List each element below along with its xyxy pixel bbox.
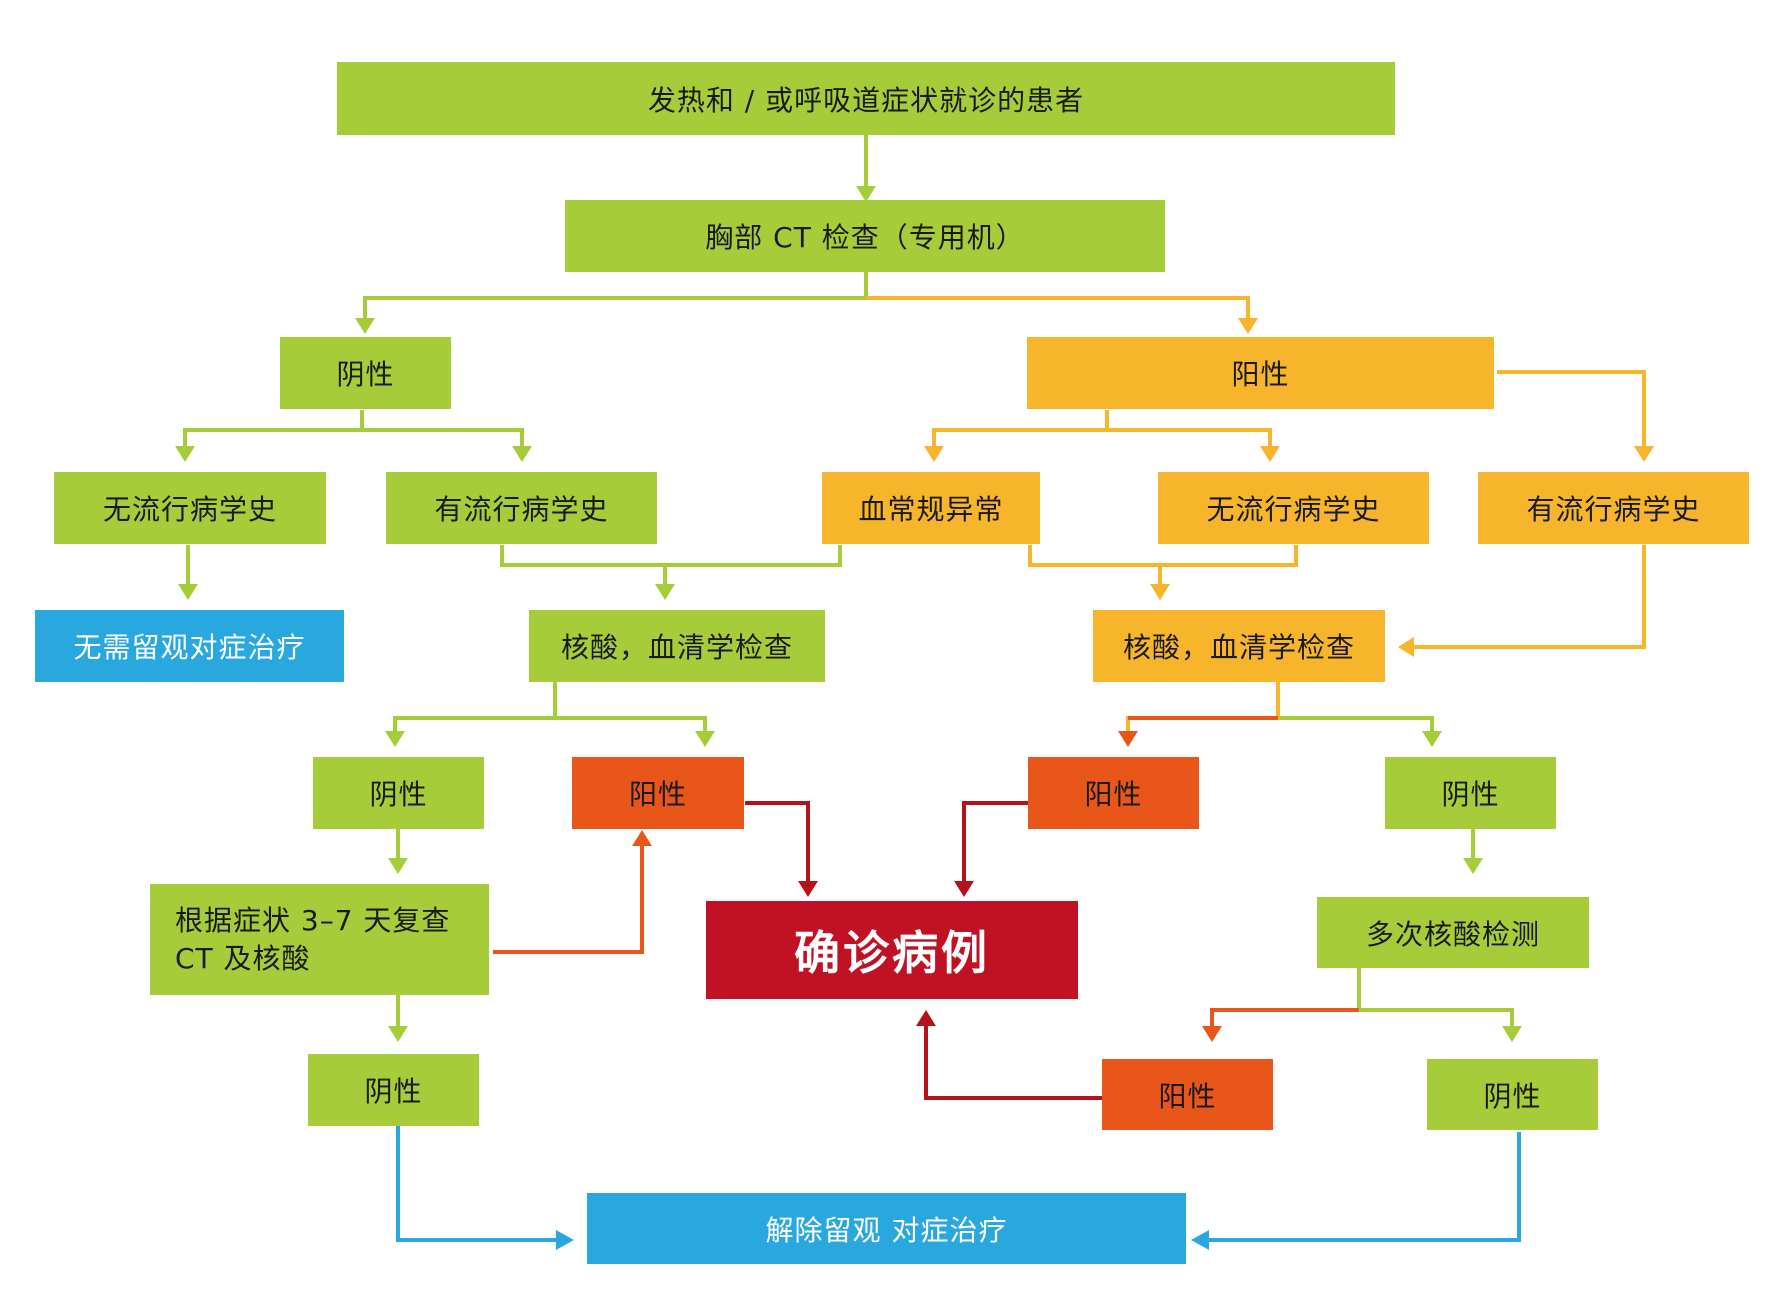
node-right-test-negative: 阴性 xyxy=(1385,757,1556,829)
recheck-line-1: 根据症状 3–7 天复查 xyxy=(175,903,451,937)
node-multi-positive: 阳性 xyxy=(1102,1059,1273,1130)
node-recheck-negative: 阴性 xyxy=(308,1054,479,1126)
node-left-test: 核酸，血清学检查 xyxy=(529,610,825,682)
node-chest-ct: 胸部 CT 检查（专用机） xyxy=(565,200,1165,272)
node-patient: 发热和 / 或呼吸道症状就诊的患者 xyxy=(337,62,1395,135)
node-multi-test: 多次核酸检测 xyxy=(1317,897,1589,968)
arrowheads xyxy=(175,186,1654,1250)
recheck-line-2: CT 及核酸 xyxy=(175,941,311,975)
blue-connectors xyxy=(396,1126,1521,1242)
node-neg-has-epi-history: 有流行病学史 xyxy=(386,472,657,544)
node-ct-positive: 阳性 xyxy=(1027,337,1494,409)
node-confirmed-case: 确诊病例 xyxy=(706,901,1078,999)
node-right-test: 核酸，血清学检查 xyxy=(1093,610,1385,682)
node-left-test-negative: 阴性 xyxy=(313,757,484,829)
red-connectors xyxy=(745,801,1102,1100)
node-release-observation: 解除留观 对症治疗 xyxy=(587,1193,1186,1264)
node-pos-has-epi-history: 有流行病学史 xyxy=(1478,472,1749,544)
node-no-observation: 无需留观对症治疗 xyxy=(35,610,344,682)
node-multi-negative: 阴性 xyxy=(1427,1059,1598,1130)
node-neg-no-epi-history: 无流行病学史 xyxy=(54,472,326,544)
orange-connectors xyxy=(493,716,1359,1030)
green-connectors xyxy=(183,135,1514,1030)
node-pos-no-epi-history: 无流行病学史 xyxy=(1158,472,1429,544)
node-right-test-positive: 阳性 xyxy=(1028,757,1199,829)
node-ct-negative: 阴性 xyxy=(280,337,451,409)
node-pos-blood-abnormal: 血常规异常 xyxy=(822,472,1040,544)
node-recheck: 根据症状 3–7 天复查 CT 及核酸 xyxy=(150,884,489,995)
node-left-test-positive: 阳性 xyxy=(572,757,744,829)
